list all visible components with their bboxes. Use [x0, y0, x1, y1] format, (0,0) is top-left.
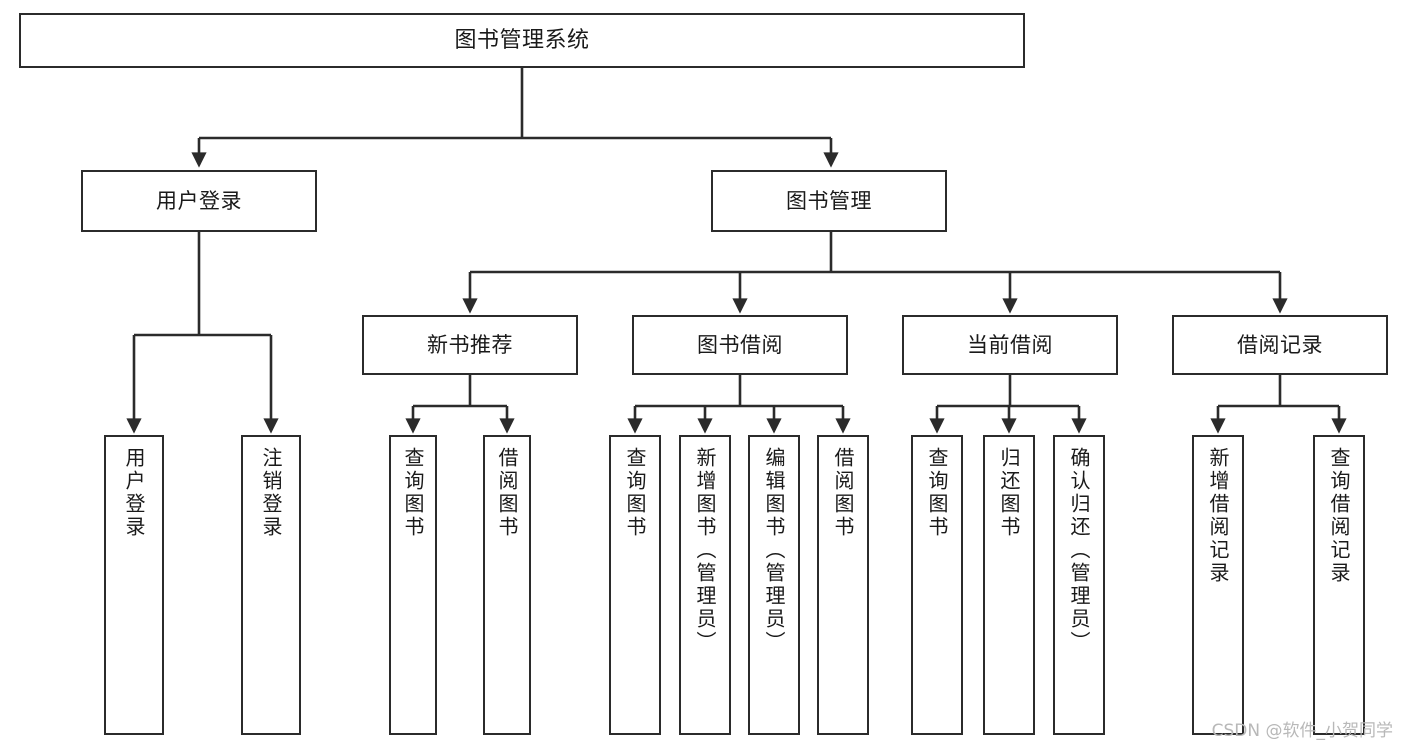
node-leaf-borrow-book-2-label: 借阅图书 — [831, 447, 855, 539]
node-leaf-query-book-3-label: 查询图书 — [925, 447, 949, 539]
node-leaf-return-book-label: 归还图书 — [997, 447, 1021, 539]
node-user-login-label: 用户登录 — [156, 188, 242, 213]
node-book-borrow[interactable]: 图书借阅 — [632, 315, 848, 375]
node-leaf-query-book-1[interactable]: 查询图书 — [389, 435, 437, 735]
node-new-book-recommend[interactable]: 新书推荐 — [362, 315, 578, 375]
node-leaf-query-book-3[interactable]: 查询图书 — [911, 435, 963, 735]
node-leaf-edit-book-label: 编辑图书（管理员） — [762, 447, 786, 654]
node-leaf-confirm-return[interactable]: 确认归还（管理员） — [1053, 435, 1105, 735]
node-leaf-logout-label: 注销登录 — [259, 447, 283, 539]
node-user-login[interactable]: 用户登录 — [81, 170, 317, 232]
node-leaf-add-record-label: 新增借阅记录 — [1206, 447, 1230, 585]
node-leaf-user-login[interactable]: 用户登录 — [104, 435, 164, 735]
node-leaf-query-record-label: 查询借阅记录 — [1327, 447, 1351, 585]
node-leaf-add-record[interactable]: 新增借阅记录 — [1192, 435, 1244, 735]
node-leaf-logout[interactable]: 注销登录 — [241, 435, 301, 735]
node-leaf-confirm-return-label: 确认归还（管理员） — [1067, 447, 1091, 654]
node-leaf-borrow-book-1-label: 借阅图书 — [495, 447, 519, 539]
node-root-label: 图书管理系统 — [454, 27, 590, 53]
node-leaf-query-record[interactable]: 查询借阅记录 — [1313, 435, 1365, 735]
node-book-borrow-label: 图书借阅 — [697, 332, 783, 357]
node-borrow-record-label: 借阅记录 — [1237, 332, 1323, 357]
node-book-management[interactable]: 图书管理 — [711, 170, 947, 232]
node-leaf-borrow-book-2[interactable]: 借阅图书 — [817, 435, 869, 735]
node-current-borrow[interactable]: 当前借阅 — [902, 315, 1118, 375]
node-root[interactable]: 图书管理系统 — [19, 13, 1025, 68]
node-leaf-borrow-book-1[interactable]: 借阅图书 — [483, 435, 531, 735]
node-leaf-query-book-1-label: 查询图书 — [401, 447, 425, 539]
node-leaf-add-book-label: 新增图书（管理员） — [693, 447, 717, 654]
node-leaf-edit-book[interactable]: 编辑图书（管理员） — [748, 435, 800, 735]
node-leaf-user-login-label: 用户登录 — [122, 447, 146, 539]
node-leaf-query-book-2[interactable]: 查询图书 — [609, 435, 661, 735]
node-current-borrow-label: 当前借阅 — [967, 332, 1053, 357]
node-new-book-recommend-label: 新书推荐 — [427, 332, 513, 357]
node-book-management-label: 图书管理 — [786, 188, 872, 213]
node-borrow-record[interactable]: 借阅记录 — [1172, 315, 1388, 375]
node-leaf-return-book[interactable]: 归还图书 — [983, 435, 1035, 735]
node-leaf-add-book[interactable]: 新增图书（管理员） — [679, 435, 731, 735]
node-leaf-query-book-2-label: 查询图书 — [623, 447, 647, 539]
